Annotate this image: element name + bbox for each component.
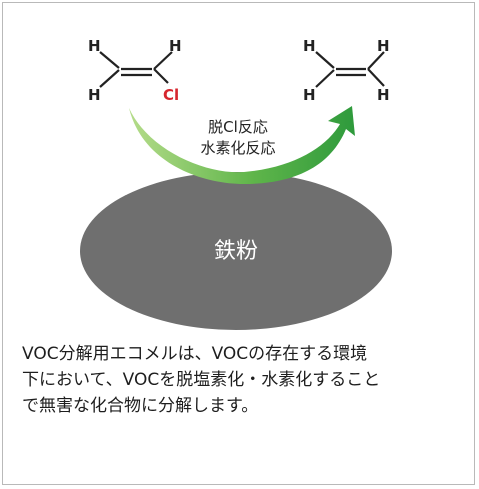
product-bonds: [315, 51, 385, 88]
caption-line: VOC分解用エコメルは、VOCの存在する環境: [22, 344, 368, 364]
iron-particle: [80, 172, 392, 330]
atom-h: H: [377, 86, 390, 104]
reactant-bonds: [99, 51, 173, 88]
particle-label: 鉄粉: [214, 239, 258, 264]
product-molecule: H H H H: [303, 37, 390, 104]
atom-h: H: [88, 37, 101, 55]
reactant-molecule: H H H Cl: [88, 37, 182, 104]
atom-h: H: [377, 37, 390, 55]
atom-h: H: [169, 37, 182, 55]
atom-h: H: [88, 86, 101, 104]
caption-line: 下において、VOCを脱塩素化・水素化すること: [22, 370, 381, 390]
reaction-arrow: [129, 106, 355, 184]
atom-cl: Cl: [163, 86, 179, 104]
caption-line: で無害な化合物に分解します。: [22, 396, 259, 416]
atom-h: H: [303, 86, 316, 104]
reaction-label-hydrogenation: 水素化反応: [200, 139, 275, 157]
atom-h: H: [303, 37, 316, 55]
caption: VOC分解用エコメルは、VOCの存在する環境 下において、VOCを脱塩素化・水素…: [22, 341, 462, 419]
reaction-label-dechlorination: 脱Cl反応: [208, 118, 268, 136]
